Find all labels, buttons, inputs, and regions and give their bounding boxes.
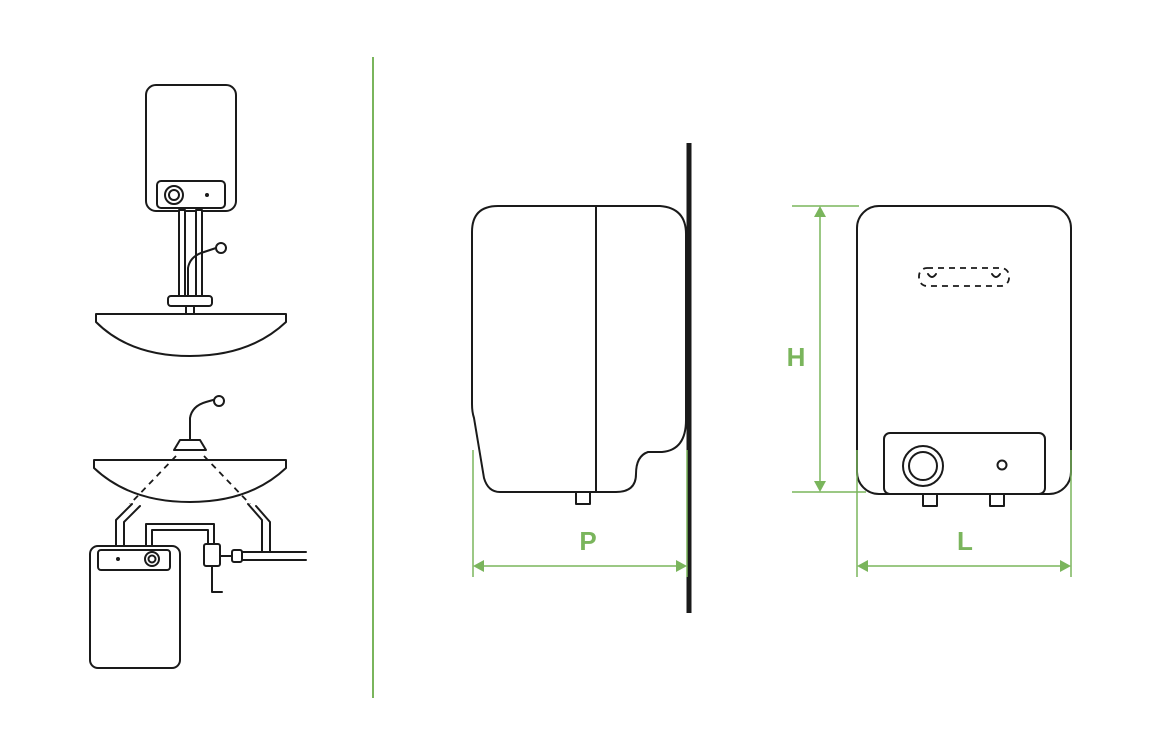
depth-dimension [472,450,688,577]
height-dimension [792,205,866,493]
width-dimension [856,450,1072,577]
depth-dimension-label: P [579,526,596,556]
height-dimension-label: H [787,342,806,372]
water-heater-side-view [471,143,692,613]
water-heater-over-sink-icon [95,84,287,357]
water-heater-front-view [856,205,1072,507]
width-dimension-label: L [957,526,973,556]
water-heater-under-sink-icon [89,395,307,669]
